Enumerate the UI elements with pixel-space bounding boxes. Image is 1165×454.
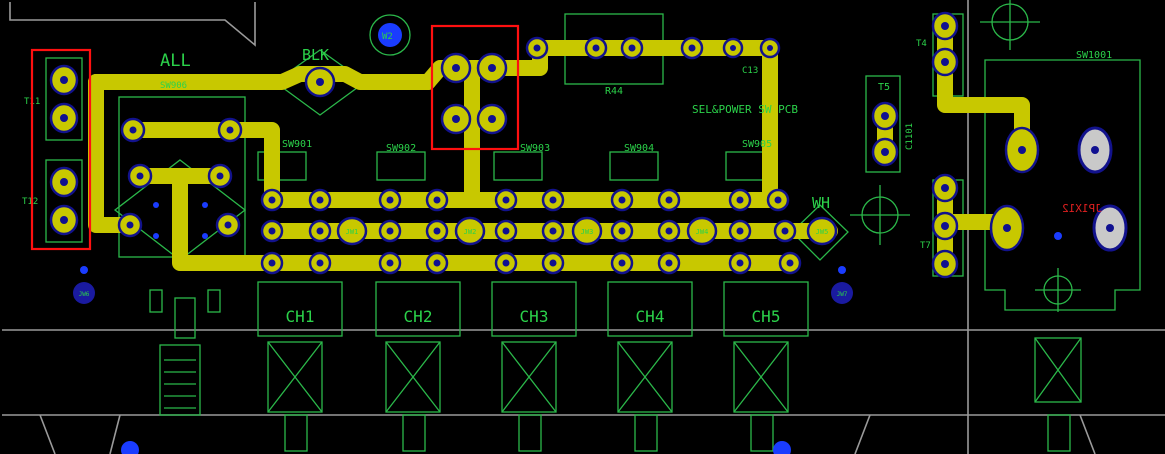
label-c13: C13 (742, 66, 758, 76)
pad-row3 (260, 251, 802, 275)
pad-sw906-3 (127, 163, 153, 189)
svg-text:JW4: JW4 (696, 228, 709, 236)
pad-sw1001-1 (1004, 126, 1040, 174)
jumper-jw6: JW6 (73, 282, 95, 304)
pad-r-1 (440, 52, 472, 84)
pad-c13-2 (759, 37, 781, 59)
label-mirrored: JP1X12 (1062, 202, 1102, 215)
label-w2: W2 (382, 32, 393, 42)
channel-label-ch1: CH1 (286, 307, 315, 326)
pad-r-2 (476, 52, 508, 84)
pad-row2 (260, 219, 797, 243)
label-r44: R44 (605, 86, 623, 97)
pad-sw1001-4 (1092, 204, 1128, 252)
label-all: ALL (160, 51, 191, 71)
jumper-pads: JW1 JW2 JW3 JW4 JW5 JW6 JW7 (73, 216, 853, 304)
pad-t7-3 (931, 249, 959, 279)
channel-label-ch3: CH3 (520, 307, 549, 326)
pad-r44-2 (584, 36, 608, 60)
label-sw902: SW902 (386, 143, 416, 154)
svg-text:JW1: JW1 (346, 228, 359, 236)
label-t7: T7 (920, 241, 931, 251)
label-t5: T5 (878, 82, 890, 93)
label-wh: WH (812, 194, 830, 212)
pad-r-4 (476, 103, 508, 135)
label-pcb-title: SEL&POWER SW PCB (692, 103, 798, 116)
pad-sw906-2 (217, 117, 243, 143)
svg-text:JW6: JW6 (79, 291, 90, 298)
svg-text:JW2: JW2 (464, 228, 477, 236)
selection-box-center (430, 24, 520, 151)
pad-r44-3 (620, 36, 644, 60)
pad-r44-4 (680, 36, 704, 60)
pad-sw906-4 (207, 163, 233, 189)
pad-sw906-6 (215, 212, 241, 238)
switch-row-pads (260, 188, 802, 275)
pad-t12-1 (49, 166, 79, 198)
pad-t4-1 (931, 11, 959, 41)
jumper-jw2: JW2 (454, 216, 486, 246)
label-sw901: SW901 (282, 139, 312, 150)
label-blk: BLK (302, 46, 329, 64)
pad-t5-1 (871, 101, 899, 131)
pad-t7-1 (931, 173, 959, 203)
svg-text:JW7: JW7 (837, 291, 848, 298)
pad-t4-2 (931, 47, 959, 77)
label-t4: T4 (916, 39, 927, 49)
jumper-jw3: JW3 (571, 216, 603, 246)
selection-box-t11-t12 (30, 48, 92, 251)
pad-sw1001-3 (989, 204, 1025, 252)
silkscreen-labels: ALL BLK W2 WH T11 T12 T4 T5 T7 SW906 SW9… (22, 32, 1112, 326)
pad-t12-2 (49, 204, 79, 236)
svg-text:JW5: JW5 (816, 228, 829, 236)
label-t12: T12 (22, 197, 38, 207)
channel-label-ch4: CH4 (636, 307, 665, 326)
pad-t7-2 (931, 211, 959, 241)
label-sw903: SW903 (520, 143, 550, 154)
svg-text:JW3: JW3 (581, 228, 594, 236)
pad-row1 (260, 188, 790, 212)
pad-r44-1 (525, 36, 549, 60)
label-sw904: SW904 (624, 143, 654, 154)
through-hole-pads (49, 11, 1128, 279)
pad-sw906-5 (117, 212, 143, 238)
pad-t5-2 (871, 137, 899, 167)
pad-sw1001-2 (1077, 126, 1113, 174)
pad-r-3 (440, 103, 472, 135)
label-c1101: C1101 (905, 123, 915, 150)
jumper-jw5: JW5 (806, 216, 838, 246)
jumper-jw7: JW7 (831, 282, 853, 304)
pad-sw906-1 (120, 117, 146, 143)
jumper-jw1: JW1 (336, 216, 368, 246)
channel-label-ch5: CH5 (752, 307, 781, 326)
selection-highlights (30, 24, 520, 251)
pad-c13-1 (722, 37, 744, 59)
jumper-jw4: JW4 (686, 216, 718, 246)
pad-t11-2 (49, 102, 79, 134)
label-sw906: SW906 (160, 81, 187, 91)
vias (80, 23, 1062, 454)
channel-label-ch2: CH2 (404, 307, 433, 326)
connector-footprints (159, 341, 1071, 452)
pad-t11-1 (49, 64, 79, 96)
label-sw1001: SW1001 (1076, 50, 1112, 61)
pad-blk (304, 66, 336, 98)
label-sw905: SW905 (742, 139, 772, 150)
